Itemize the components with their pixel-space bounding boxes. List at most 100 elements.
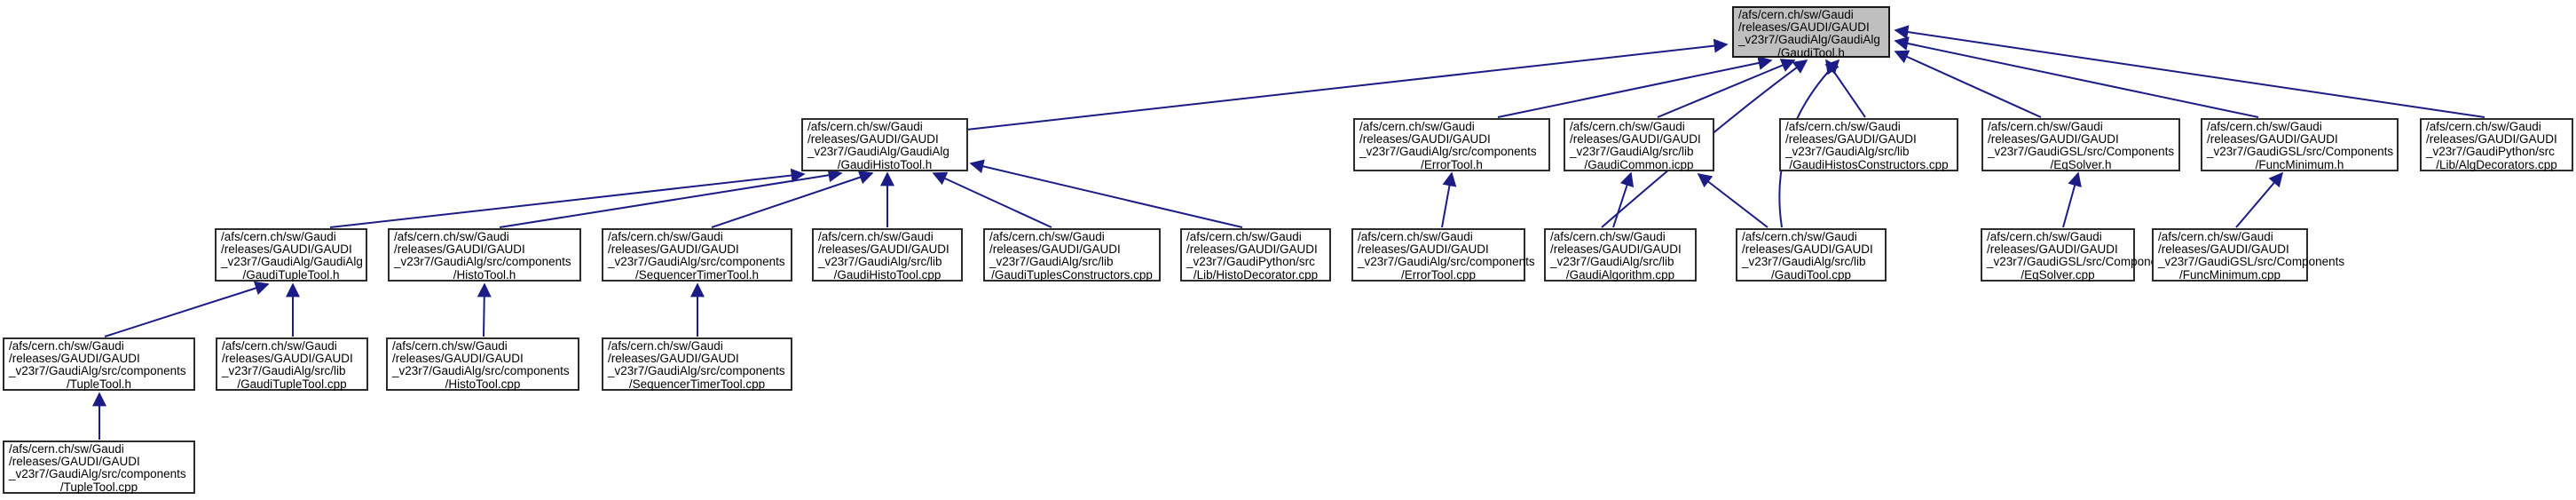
node-path-line: /releases/GAUDI/GAUDI xyxy=(1742,242,1873,257)
node-path-line: /releases/GAUDI/GAUDI xyxy=(2158,242,2289,257)
graph-node-GaudiTool_h[interactable]: /afs/cern.ch/sw/Gaudi/releases/GAUDI/GAU… xyxy=(1732,6,1890,60)
node-path-line: /afs/cern.ch/sw/Gaudi xyxy=(989,230,1105,243)
graph-node-EqSolver_h[interactable]: /afs/cern.ch/sw/Gaudi/releases/GAUDI/GAU… xyxy=(1981,118,2180,171)
include-edge-EqSolver_cpp-to-EqSolver_h xyxy=(2062,171,2082,228)
node-path-line: /releases/GAUDI/GAUDI xyxy=(9,352,140,366)
graph-node-TupleTool_h[interactable]: /afs/cern.ch/sw/Gaudi/releases/GAUDI/GAU… xyxy=(3,337,195,391)
node-path-line: /afs/cern.ch/sw/Gaudi xyxy=(818,230,934,243)
graph-node-GaudiCommon_icpp[interactable]: /afs/cern.ch/sw/Gaudi/releases/GAUDI/GAU… xyxy=(1564,118,1714,171)
node-path-line: _v23r7/GaudiAlg/src/lib xyxy=(1550,255,1674,269)
node-path-line: /afs/cern.ch/sw/Gaudi xyxy=(1186,230,1302,243)
node-path-line: /releases/GAUDI/GAUDI xyxy=(1550,242,1682,257)
node-path-line: /afs/cern.ch/sw/Gaudi xyxy=(394,230,509,243)
node-path-line: /releases/GAUDI/GAUDI xyxy=(2207,132,2338,147)
node-path-line: /afs/cern.ch/sw/Gaudi xyxy=(1988,120,2103,133)
node-path-line: _v23r7/GaudiAlg/src/components xyxy=(394,255,571,269)
node-path-line: _v23r7/GaudiAlg/src/components xyxy=(608,255,785,269)
node-path-line: /EqSolver.h xyxy=(2050,157,2112,171)
graph-node-GaudiAlgorithm_cpp[interactable]: /afs/cern.ch/sw/Gaudi/releases/GAUDI/GAU… xyxy=(1544,228,1697,282)
node-path-line: /releases/GAUDI/GAUDI xyxy=(989,242,1121,257)
include-edge-GaudiAlgorithm_cpp-to-GaudiCommon_icpp xyxy=(1612,171,1635,228)
node-path-line: /GaudiTool.cpp xyxy=(1770,267,1852,282)
node-path-line: /SequencerTimerTool.h xyxy=(634,267,760,282)
include-edge-ErrorTool_h-to-GaudiTool_h xyxy=(1497,56,1773,118)
graph-node-EqSolver_cpp[interactable]: /afs/cern.ch/sw/Gaudi/releases/GAUDI/GAU… xyxy=(1981,228,2173,282)
node-path-line: _v23r7/GaudiAlg/src/lib xyxy=(1570,145,1694,159)
node-path-line: _v23r7/GaudiAlg/src/lib xyxy=(989,255,1114,269)
graph-node-HistoTool_cpp[interactable]: /afs/cern.ch/sw/Gaudi/releases/GAUDI/GAU… xyxy=(386,337,579,391)
node-path-line: /afs/cern.ch/sw/Gaudi xyxy=(608,339,723,353)
node-path-line: /releases/GAUDI/GAUDI xyxy=(221,242,352,257)
include-edge-GaudiTuplesConstructors_cpp-to-GaudiHistoTool_h xyxy=(932,171,1052,228)
graph-node-GaudiTool_cpp[interactable]: /afs/cern.ch/sw/Gaudi/releases/GAUDI/GAU… xyxy=(1736,228,1887,282)
node-path-line: /afs/cern.ch/sw/Gaudi xyxy=(2426,120,2541,133)
node-path-line: /GaudiHistoTool.cpp xyxy=(833,267,941,282)
node-path-line: /afs/cern.ch/sw/Gaudi xyxy=(392,339,508,353)
node-path-line: /ErrorTool.cpp xyxy=(1400,267,1477,282)
include-edge-FuncMinimum_h-to-GaudiTool_h xyxy=(1894,36,2259,118)
node-path-line: /GaudiTupleTool.cpp xyxy=(237,377,347,391)
graph-node-SequencerTimerTool_cpp[interactable]: /afs/cern.ch/sw/Gaudi/releases/GAUDI/GAU… xyxy=(602,337,792,391)
graph-node-GaudiHistoTool_cpp[interactable]: /afs/cern.ch/sw/Gaudi/releases/GAUDI/GAU… xyxy=(812,228,963,282)
node-path-line: _v23r7/GaudiAlg/GaudiAlg xyxy=(1738,33,1880,47)
graph-node-HistoDecorator_cpp[interactable]: /afs/cern.ch/sw/Gaudi/releases/GAUDI/GAU… xyxy=(1180,228,1331,282)
include-edge-HistoDecorator_cpp-to-GaudiHistoTool_h xyxy=(969,159,1243,228)
node-path-line: _v23r7/GaudiAlg/src/components xyxy=(1359,145,1537,159)
graph-node-FuncMinimum_cpp[interactable]: /afs/cern.ch/sw/Gaudi/releases/GAUDI/GAU… xyxy=(2152,228,2345,282)
include-edge-SequencerTimerTool_h-to-GaudiHistoTool_h xyxy=(711,171,874,228)
node-path-line: /releases/GAUDI/GAUDI xyxy=(1987,242,2118,257)
node-path-line: /afs/cern.ch/sw/Gaudi xyxy=(1570,120,1685,133)
graph-node-TupleTool_cpp[interactable]: /afs/cern.ch/sw/Gaudi/releases/GAUDI/GAU… xyxy=(3,440,195,494)
node-path-line: /GaudiHistoTool.h xyxy=(837,157,933,171)
include-edge-AlgDecorators_cpp-to-GaudiTool_h xyxy=(1894,25,2485,118)
node-path-line: /GaudiTool.h xyxy=(1777,45,1845,60)
graph-node-FuncMinimum_h[interactable]: /afs/cern.ch/sw/Gaudi/releases/GAUDI/GAU… xyxy=(2201,118,2399,171)
include-edge-FuncMinimum_cpp-to-FuncMinimum_h xyxy=(2235,171,2284,228)
node-path-line: _v23r7/GaudiAlg/GaudiAlg xyxy=(807,145,949,159)
node-path-line: _v23r7/GaudiGSL/src/Components xyxy=(2207,145,2394,159)
node-path-line: /TupleTool.h xyxy=(66,377,132,391)
graph-node-ErrorTool_cpp[interactable]: /afs/cern.ch/sw/Gaudi/releases/GAUDI/GAU… xyxy=(1351,228,1535,282)
include-edge-GaudiHistoTool_h-to-GaudiTool_h xyxy=(965,38,1729,131)
node-path-line: _v23r7/GaudiAlg/src/components xyxy=(1358,255,1535,269)
node-path-line: /afs/cern.ch/sw/Gaudi xyxy=(1550,230,1666,243)
node-path-line: _v23r7/GaudiPython/src xyxy=(2426,145,2555,159)
node-path-line: _v23r7/GaudiAlg/src/lib xyxy=(1742,255,1866,269)
include-edge-ErrorTool_cpp-to-ErrorTool_h xyxy=(1441,171,1457,228)
include-edge-TupleTool_h-to-GaudiTupleTool_h xyxy=(104,281,270,337)
node-path-line: /afs/cern.ch/sw/Gaudi xyxy=(1785,120,1901,133)
node-path-line: /FuncMinimum.h xyxy=(2255,157,2344,171)
node-path-line: _v23r7/GaudiAlg/GaudiAlg xyxy=(221,255,363,269)
graph-node-ErrorTool_h[interactable]: /afs/cern.ch/sw/Gaudi/releases/GAUDI/GAU… xyxy=(1353,118,1550,171)
node-path-line: /GaudiCommon.icpp xyxy=(1584,157,1694,171)
graph-node-GaudiTupleTool_h[interactable]: /afs/cern.ch/sw/Gaudi/releases/GAUDI/GAU… xyxy=(215,228,367,282)
graph-node-GaudiHistosConstructors_cpp[interactable]: /afs/cern.ch/sw/Gaudi/releases/GAUDI/GAU… xyxy=(1779,118,1958,171)
graph-node-GaudiHistoTool_h[interactable]: /afs/cern.ch/sw/Gaudi/releases/GAUDI/GAU… xyxy=(801,118,968,171)
include-edge-GaudiTool_cpp-to-GaudiCommon_icpp xyxy=(1697,173,1769,228)
graph-node-AlgDecorators_cpp[interactable]: /afs/cern.ch/sw/Gaudi/releases/GAUDI/GAU… xyxy=(2420,118,2573,171)
node-path-line: /releases/GAUDI/GAUDI xyxy=(1359,132,1491,147)
node-path-line: /EqSolver.cpp xyxy=(2021,267,2095,282)
graph-node-SequencerTimerTool_h[interactable]: /afs/cern.ch/sw/Gaudi/releases/GAUDI/GAU… xyxy=(602,228,792,282)
node-path-line: /afs/cern.ch/sw/Gaudi xyxy=(1358,230,1473,243)
graph-node-GaudiTupleTool_cpp[interactable]: /afs/cern.ch/sw/Gaudi/releases/GAUDI/GAU… xyxy=(216,337,368,391)
node-path-line: _v23r7/GaudiGSL/src/Components xyxy=(2158,255,2345,269)
include-edge-GaudiTupleTool_h-to-GaudiHistoTool_h xyxy=(329,168,806,228)
node-path-line: /GaudiTupleTool.h xyxy=(242,267,340,282)
node-path-line: /releases/GAUDI/GAUDI xyxy=(1358,242,1489,257)
node-path-line: /afs/cern.ch/sw/Gaudi xyxy=(2158,230,2273,243)
graph-node-HistoTool_h[interactable]: /afs/cern.ch/sw/Gaudi/releases/GAUDI/GAU… xyxy=(388,228,581,282)
node-path-line: /HistoTool.h xyxy=(453,267,516,282)
node-path-line: /afs/cern.ch/sw/Gaudi xyxy=(1359,120,1475,133)
node-path-line: _v23r7/GaudiPython/src xyxy=(1186,255,1315,269)
node-path-line: /releases/GAUDI/GAUDI xyxy=(608,242,739,257)
node-path-line: /afs/cern.ch/sw/Gaudi xyxy=(9,442,124,456)
node-path-line: _v23r7/GaudiAlg/src/components xyxy=(9,364,186,378)
include-edge-GaudiCommon_icpp-to-GaudiTool_h xyxy=(1657,59,1796,118)
graph-node-GaudiTuplesConstructors_cpp[interactable]: /afs/cern.ch/sw/Gaudi/releases/GAUDI/GAU… xyxy=(983,228,1161,282)
node-path-line: /afs/cern.ch/sw/Gaudi xyxy=(1738,8,1854,21)
node-path-line: _v23r7/GaudiAlg/src/lib xyxy=(818,255,942,269)
node-path-line: /releases/GAUDI/GAUDI xyxy=(2426,132,2557,147)
